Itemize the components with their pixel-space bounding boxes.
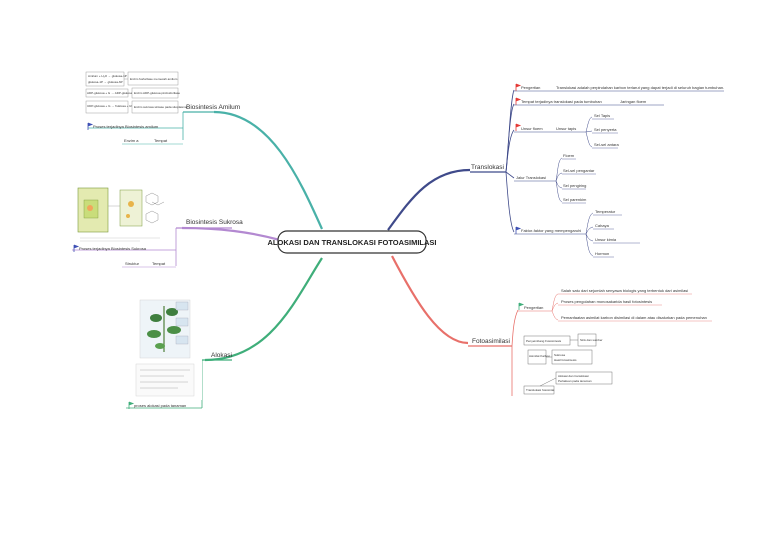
translokasi-jalur[interactable]: Jalur Translokasi (514, 175, 556, 182)
translokasi-pengertian[interactable]: Pengertian Translokasi adalah perpindaha… (514, 83, 724, 92)
translokasi-tempat[interactable]: Tempat terjadinya translokasi pada tumbu… (514, 97, 664, 106)
topic-label: Translokasi (471, 164, 504, 171)
branch-line-amilum (213, 110, 324, 230)
svg-text:ADP-glukosa + G → ADP-glukosa: ADP-glukosa + G → ADP-glukosa (G)n (87, 91, 139, 95)
svg-text:Faktor-faktor yang mempengaruh: Faktor-faktor yang mempengaruhi (521, 228, 581, 233)
topic-biosintesis-sukrosa[interactable]: Biosintesis Sukrosa (176, 219, 243, 229)
faktor-items: Temperatur Cahaya Unsur kimia Hormon (593, 209, 640, 258)
svg-text:Proses pengolahan monosakarida: Proses pengolahan monosakarida hasil fot… (561, 299, 652, 304)
svg-text:Jalur Translokasi: Jalur Translokasi (516, 175, 546, 180)
flag-icon (515, 123, 522, 131)
svg-text:Hasil fotosintesis: Hasil fotosintesis (554, 358, 577, 362)
jalur-items: Floem Sel-sel pengantar Sel pengiring Se… (562, 153, 596, 204)
sukrosa-caption[interactable]: Proses terjadinya Biosintesis Sukrosa (73, 244, 147, 252)
flag-icon (515, 83, 522, 91)
svg-text:Tempat: Tempat (154, 138, 168, 143)
svg-text:Enzim a: Enzim a (124, 138, 139, 143)
svg-text:Sel-sel pengantar: Sel-sel pengantar (563, 168, 595, 173)
branch-line-fotoasimilasi (391, 255, 469, 345)
tapis-items: Sel Tapis Sel penyerta Sel-sel antara (592, 113, 619, 149)
flag-icon (73, 244, 80, 252)
amilum-reaction-image: Amilum + H₂O → glukosa-1P glukosa-1P → g… (84, 70, 187, 122)
svg-text:Sink dan sumber: Sink dan sumber (580, 338, 603, 342)
svg-text:Hormon: Hormon (595, 251, 609, 256)
topic-label: Fotoasimilasi (472, 338, 510, 345)
svg-text:proses alokasi pada tanaman: proses alokasi pada tanaman (134, 403, 186, 408)
svg-text:Sukrosa: Sukrosa (554, 353, 565, 357)
alokasi-caption[interactable]: proses alokasi pada tanaman (128, 401, 186, 409)
flag-icon (128, 401, 135, 409)
fotoasimilasi-items: Salah satu dari sejumlah senyawa biologi… (558, 288, 712, 322)
svg-text:Unsur kimia: Unsur kimia (595, 237, 617, 242)
fotoasimilasi-concept-image: Penyeimbang Fotosintesis Sink dan sumber… (520, 330, 616, 398)
svg-text:Salah satu dari sejumlah senya: Salah satu dari sejumlah senyawa biologi… (561, 288, 688, 293)
svg-text:Enzim fosforilase memecah amil: Enzim fosforilase memecah amilum (130, 77, 178, 81)
sukrosa-diagram-image (72, 178, 170, 244)
svg-text:Proses terjadinya Biosintesis: Proses terjadinya Biosintesis amilum (93, 124, 159, 129)
svg-text:Floem: Floem (563, 153, 575, 158)
svg-text:Sel Tapis: Sel Tapis (594, 113, 610, 118)
translokasi-faktor[interactable]: Faktor-faktor yang mempengaruhi (514, 226, 586, 235)
branch-line-alokasi (204, 257, 323, 362)
topic-label: Biosintesis Amilum (186, 104, 240, 111)
topic-alokasi[interactable]: Alokasi (202, 352, 232, 361)
topic-fotoasimilasi[interactable]: Fotoasimilasi (468, 338, 512, 347)
sukrosa-subitems: Struktur Tempat (122, 261, 176, 268)
svg-text:Pengertian: Pengertian (524, 305, 543, 310)
svg-text:Penyeimbang Fotosintesis: Penyeimbang Fotosintesis (526, 339, 562, 343)
svg-text:Sel parenkim: Sel parenkim (563, 197, 587, 202)
alokasi-plant-image (130, 296, 202, 400)
svg-text:Perlakuan pada tanaman: Perlakuan pada tanaman (558, 379, 592, 383)
branch-line-sukrosa (181, 226, 281, 242)
svg-text:Struktur: Struktur (125, 261, 140, 266)
amilum-caption[interactable]: Proses terjadinya Biosintesis amilum (87, 122, 159, 130)
svg-text:Pengertian: Pengertian (521, 85, 540, 90)
topic-biosintesis-amilum[interactable]: Biosintesis Amilum (183, 104, 240, 113)
svg-text:Pemanfaatan asimilat karbon di: Pemanfaatan asimilat karbon disimilasi d… (561, 315, 707, 320)
svg-text:Tempat terjadinya translokasi: Tempat terjadinya translokasi pada tumbu… (521, 99, 602, 104)
svg-text:Jaringan floem: Jaringan floem (620, 99, 647, 104)
amilum-subitems: Enzim a Tempat (122, 138, 183, 145)
topic-label: Biosintesis Sukrosa (186, 219, 243, 226)
svg-text:Sel pengiring: Sel pengiring (563, 183, 586, 188)
central-topic[interactable]: ALOKASI DAN TRANSLOKASI FOTOASIMILASI (267, 230, 437, 254)
svg-text:Tempat: Tempat (152, 261, 166, 266)
svg-text:UDP-glukosa + G → fruktosa + U: UDP-glukosa + G → fruktosa + UDP (87, 104, 136, 108)
svg-text:Unsur tapis: Unsur tapis (556, 126, 576, 131)
topic-label: Alokasi (211, 352, 232, 359)
central-topic-title: ALOKASI DAN TRANSLOKASI FOTOASIMILASI (267, 238, 436, 247)
svg-text:Sel penyerta: Sel penyerta (594, 127, 617, 132)
svg-text:Temperatur: Temperatur (595, 209, 616, 214)
fotoasimilasi-pengertian[interactable]: Pengertian (518, 302, 552, 312)
svg-text:Alokasi dan translokasi: Alokasi dan translokasi (558, 374, 589, 378)
svg-text:Unsur floem: Unsur floem (521, 126, 543, 131)
svg-text:Translokasi fotosintat: Translokasi fotosintat (526, 388, 554, 392)
flag-icon (515, 97, 522, 105)
svg-text:Sel-sel antara: Sel-sel antara (594, 142, 619, 147)
svg-text:Proses terjadinya Biosintesis: Proses terjadinya Biosintesis Sukrosa (79, 246, 147, 251)
svg-text:glukosa-1P → glukosa-6P: glukosa-1P → glukosa-6P (88, 80, 123, 84)
svg-text:Amilum + H₂O → glukosa-1P: Amilum + H₂O → glukosa-1P (88, 74, 127, 78)
svg-text:Enzim ADP-glukosa pirofosforil: Enzim ADP-glukosa pirofosforilase (134, 91, 180, 95)
translokasi-unsur-floem[interactable]: Unsur floem Unsur tapis (514, 123, 586, 133)
svg-text:Cahaya: Cahaya (595, 223, 610, 228)
svg-text:Asimilat Karbon: Asimilat Karbon (529, 354, 550, 358)
flag-icon (87, 122, 94, 130)
svg-text:Enzim sukrosa sintase pada sit: Enzim sukrosa sintase pada sitoplasma (134, 105, 187, 109)
topic-translokasi[interactable]: Translokasi (470, 164, 506, 173)
flag-icon (515, 226, 522, 234)
branch-line-translokasi (387, 168, 471, 231)
svg-text:Translokasi adalah perpindahan: Translokasi adalah perpindahan karbon te… (556, 85, 724, 90)
flag-icon (518, 302, 525, 310)
